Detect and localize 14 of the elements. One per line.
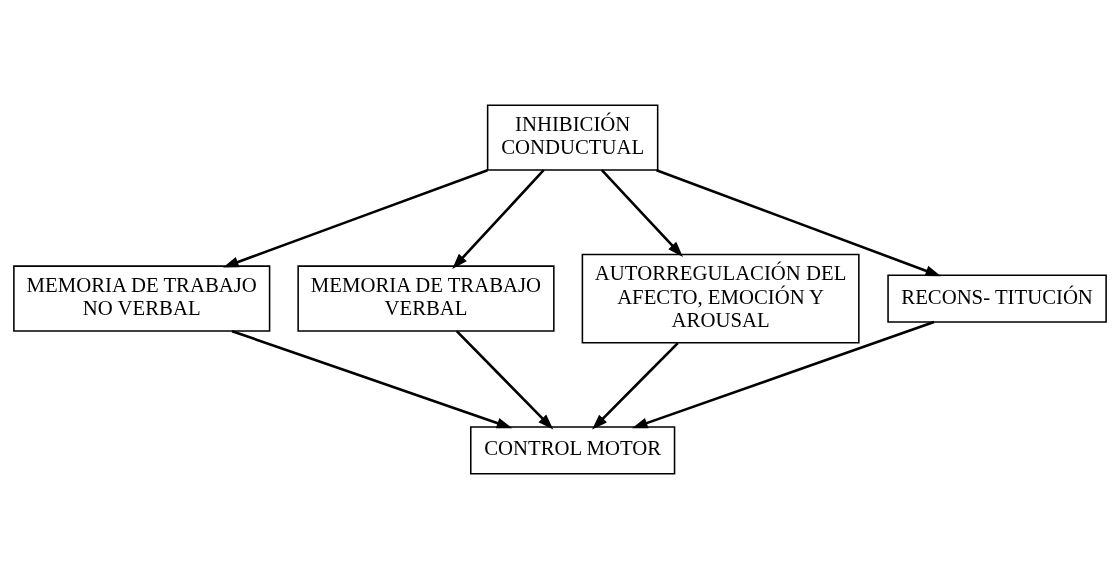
- node-box: MEMORIA DE TRABAJO VERBAL: [297, 265, 555, 332]
- arrow: [452, 169, 545, 269]
- arrow: [231, 329, 513, 429]
- node-box: INHIBICIÓN CONDUCTUAL: [486, 104, 659, 171]
- node-box: RECONS- TITUCIÓN: [887, 274, 1107, 323]
- arrow: [600, 169, 683, 257]
- arrow: [223, 169, 488, 268]
- node-box: CONTROL MOTOR: [470, 426, 676, 475]
- arrow: [592, 342, 679, 430]
- node-box: AUTORREGULACIÓN DEL AFECTO, EMOCIÓN Y AROUSAL: [581, 253, 860, 344]
- arrow: [656, 169, 942, 277]
- arrow: [455, 330, 554, 430]
- node-box: MEMORIA DE TRABAJO NO VERBAL: [13, 265, 271, 332]
- arrow: [632, 320, 935, 429]
